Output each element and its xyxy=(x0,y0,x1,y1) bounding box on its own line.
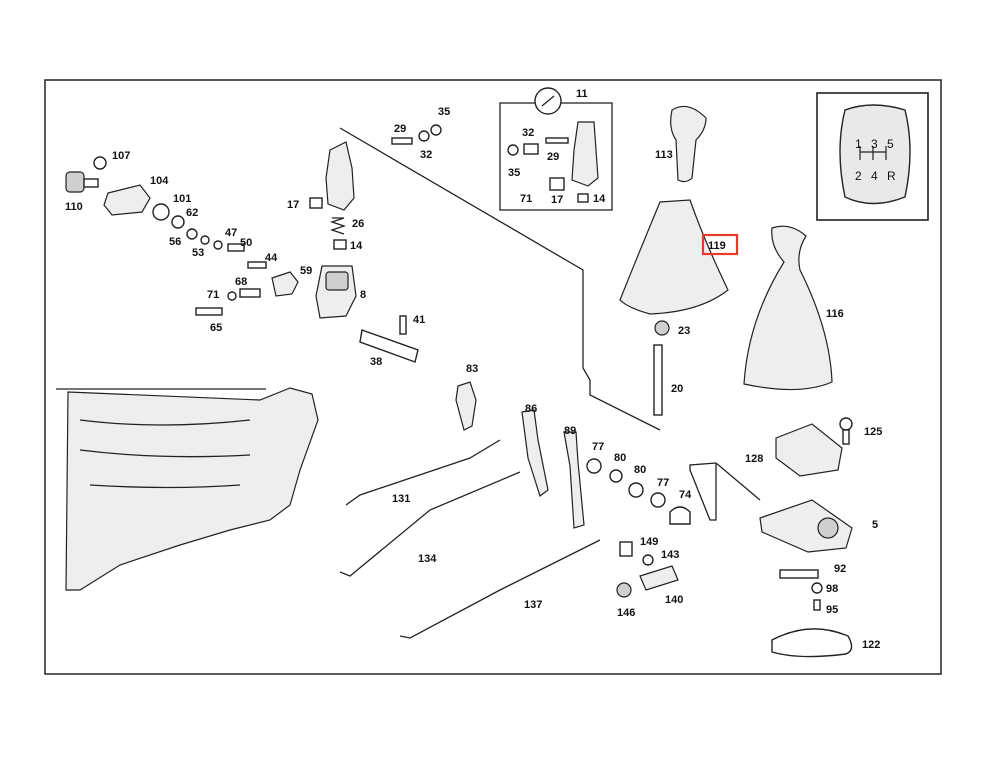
label-8: 8 xyxy=(360,289,366,301)
label-5: 5 xyxy=(872,519,878,531)
label-56: 56 xyxy=(169,236,181,248)
label-89: 89 xyxy=(564,425,576,437)
shift-knob-top-icon xyxy=(839,104,911,205)
label-47: 47 xyxy=(225,227,237,239)
label-149: 149 xyxy=(640,536,658,548)
label-32-inset: 32 xyxy=(522,127,534,139)
label-23: 23 xyxy=(678,325,690,337)
parts-upper-middle xyxy=(309,124,442,250)
label-26: 26 xyxy=(352,218,364,230)
label-68: 68 xyxy=(235,276,247,288)
shift-lever-20 xyxy=(653,344,663,416)
label-101: 101 xyxy=(173,193,191,205)
label-71: 71 xyxy=(207,289,219,301)
label-20: 20 xyxy=(671,383,683,395)
shift-pattern-top: 1 3 5 xyxy=(855,137,897,151)
label-128: 128 xyxy=(745,453,763,465)
label-44: 44 xyxy=(265,252,278,264)
label-29-inset: 29 xyxy=(547,151,559,163)
nut-23 xyxy=(654,320,670,336)
label-137: 137 xyxy=(524,599,542,611)
label-77b: 77 xyxy=(657,477,669,489)
label-113: 113 xyxy=(655,149,673,161)
parts-left xyxy=(65,156,419,363)
label-14-inset: 14 xyxy=(593,193,606,205)
label-116: 116 xyxy=(826,308,844,320)
gear-knob-113 xyxy=(670,105,707,183)
parts-right xyxy=(759,417,853,658)
label-140: 140 xyxy=(665,594,683,606)
label-17: 17 xyxy=(287,199,299,211)
label-95: 95 xyxy=(826,604,838,616)
callout-labels: 107 110 104 101 62 56 53 47 50 44 68 59 … xyxy=(65,88,899,651)
linkage-rods xyxy=(339,381,691,639)
label-65: 65 xyxy=(210,322,222,334)
label-53: 53 xyxy=(192,247,204,259)
label-14: 14 xyxy=(350,240,363,252)
label-62: 62 xyxy=(186,207,198,219)
label-143: 143 xyxy=(661,549,679,561)
label-125: 125 xyxy=(864,426,882,438)
highlight-box-119 xyxy=(701,233,739,256)
label-11: 11 xyxy=(576,88,588,100)
label-29: 29 xyxy=(394,123,406,135)
label-110: 110 xyxy=(65,201,83,213)
label-98: 98 xyxy=(826,583,838,595)
label-77: 77 xyxy=(592,441,604,453)
shift-boot-119 xyxy=(619,199,729,315)
label-122: 122 xyxy=(862,639,880,651)
shift-gate-lines xyxy=(859,146,887,160)
label-80b: 80 xyxy=(634,464,646,476)
label-41: 41 xyxy=(413,314,425,326)
label-80: 80 xyxy=(614,452,626,464)
label-86: 86 xyxy=(525,403,537,415)
shift-pattern-bottom: 2 4 R xyxy=(855,169,899,183)
label-32: 32 xyxy=(420,149,432,161)
label-104: 104 xyxy=(150,175,169,187)
parts-inset-11 xyxy=(507,87,599,203)
label-92: 92 xyxy=(834,563,846,575)
label-50: 50 xyxy=(240,237,252,249)
label-119: 119 xyxy=(708,240,726,252)
label-59: 59 xyxy=(300,265,312,277)
leader-lines xyxy=(56,127,761,521)
transmission-housing xyxy=(65,387,319,591)
label-74: 74 xyxy=(679,489,692,501)
label-71-inset: 71 xyxy=(520,193,532,205)
shift-boot-116 xyxy=(743,225,833,391)
label-35: 35 xyxy=(438,106,450,118)
label-83: 83 xyxy=(466,363,478,375)
label-131: 131 xyxy=(392,493,410,505)
label-107: 107 xyxy=(112,150,130,162)
label-134: 134 xyxy=(418,553,437,565)
label-146: 146 xyxy=(617,607,635,619)
label-38: 38 xyxy=(370,356,382,368)
label-35-inset: 35 xyxy=(508,167,520,179)
label-17-inset: 17 xyxy=(551,194,563,206)
